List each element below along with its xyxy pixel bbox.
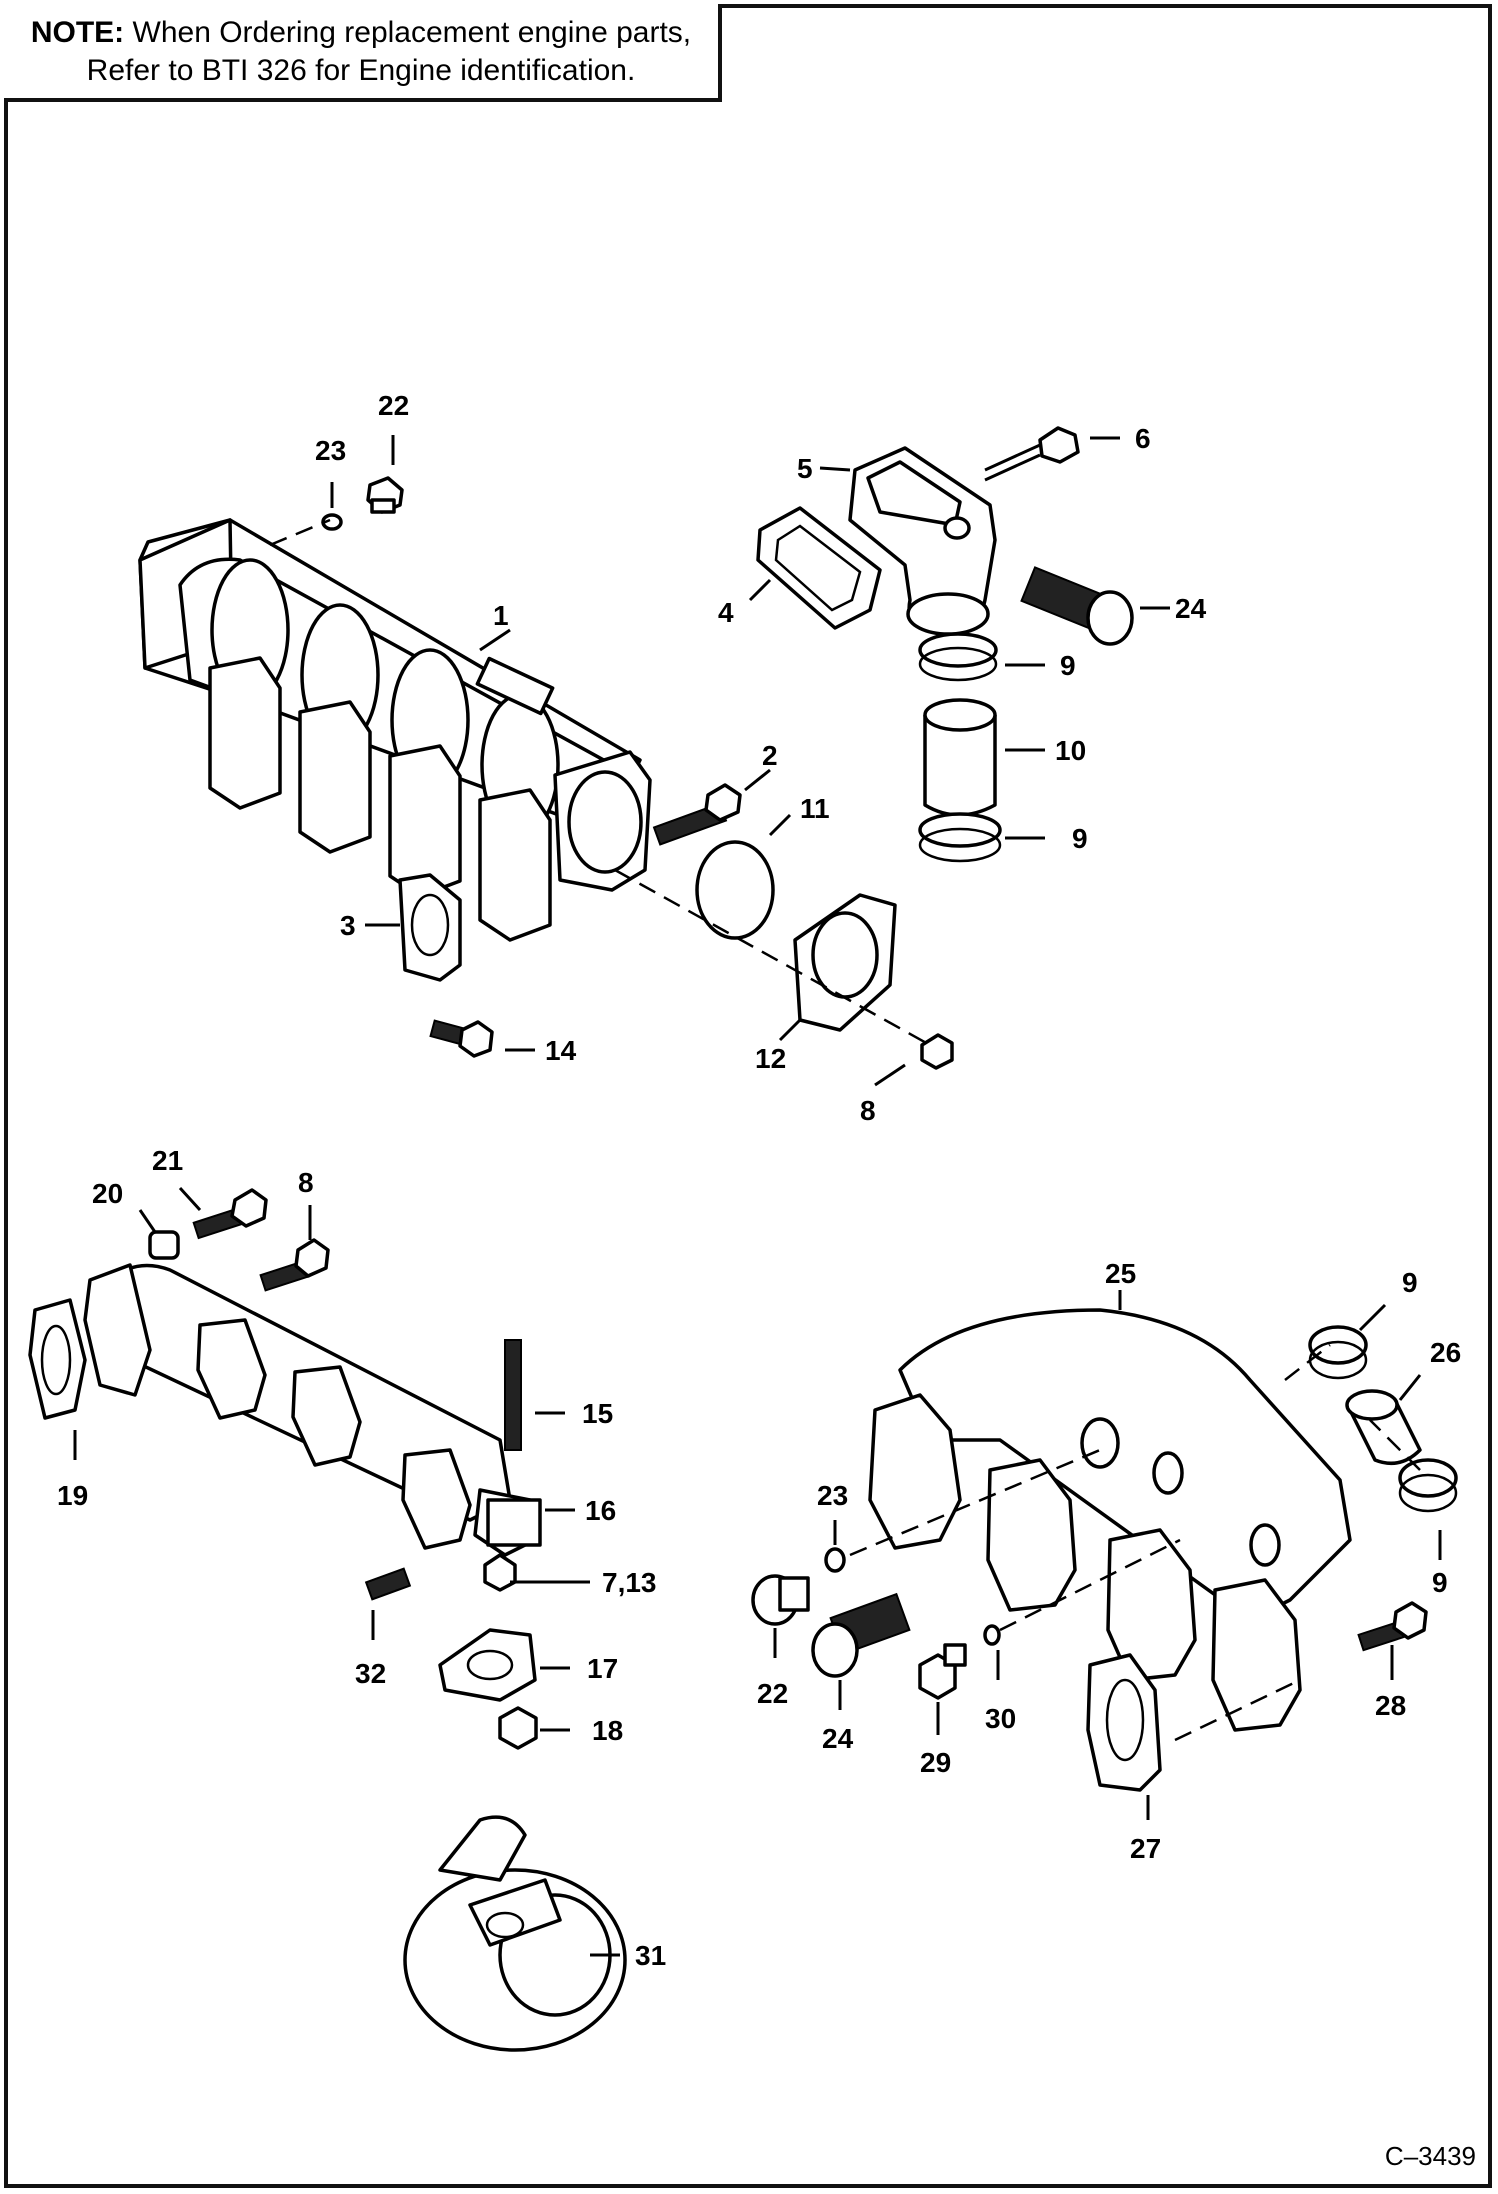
callout-3: 3 — [340, 910, 356, 941]
callout-leaders — [73, 435, 1442, 1957]
bolt-2 — [652, 783, 742, 846]
intake-manifold — [138, 518, 652, 942]
washer-30 — [983, 1624, 1001, 1646]
callout-24-top: 24 — [1175, 593, 1207, 624]
callout-9-right-bottom: 9 — [1432, 1567, 1448, 1598]
hose-10 — [923, 698, 997, 817]
plug-29 — [918, 1643, 967, 1700]
gasket-3 — [398, 873, 462, 982]
washer-23-right — [824, 1547, 846, 1573]
thermostat-housing — [848, 446, 997, 636]
turbocharger-31 — [403, 1815, 627, 2052]
callout-11: 11 — [800, 793, 830, 824]
callout-14: 14 — [545, 1035, 577, 1066]
callout-31: 31 — [635, 1940, 666, 1971]
bolt-8-lower — [259, 1238, 330, 1292]
gasket-19 — [28, 1298, 87, 1420]
spacer-20 — [148, 1230, 180, 1260]
hose-26 — [1345, 1389, 1422, 1466]
callout-9-lower: 9 — [1072, 823, 1088, 854]
callout-21: 21 — [152, 1145, 183, 1176]
callout-9-right-top: 9 — [1402, 1267, 1418, 1298]
callout-8-lower: 8 — [298, 1167, 314, 1198]
callout-30: 30 — [985, 1703, 1016, 1734]
callout-5: 5 — [797, 453, 813, 484]
callout-17: 17 — [587, 1653, 618, 1684]
gasket-4 — [756, 506, 882, 630]
clamp-9-upper — [918, 632, 998, 682]
callout-15: 15 — [582, 1398, 613, 1429]
nut-7-13 — [483, 1553, 517, 1592]
callout-numbers: 22 23 6 5 1 4 24 9 10 2 11 9 3 12 14 8 2… — [57, 390, 1461, 1971]
drawing-code: C–3439 — [1384, 2141, 1476, 2171]
callout-2: 2 — [762, 740, 778, 771]
bracket-16 — [486, 1498, 542, 1547]
plug-22-right — [751, 1574, 810, 1626]
callout-23-right: 23 — [817, 1480, 848, 1511]
callout-23-top: 23 — [315, 435, 346, 466]
plug-24-right — [811, 1592, 911, 1678]
bolt-28 — [1357, 1601, 1428, 1652]
callout-29: 29 — [920, 1747, 951, 1778]
callout-28: 28 — [1375, 1690, 1406, 1721]
clamp-9-right-bottom — [1398, 1458, 1458, 1513]
gasket-17 — [438, 1628, 537, 1702]
callout-18: 18 — [592, 1715, 623, 1746]
callout-19: 19 — [57, 1480, 88, 1511]
note-label: NOTE: — [30, 16, 125, 49]
bolt-21 — [192, 1188, 268, 1240]
note-text: When Ordering replacement engine parts, … — [86, 16, 692, 87]
callout-16: 16 — [585, 1495, 616, 1526]
callout-9-upper: 9 — [1060, 650, 1076, 681]
manifold-25 — [868, 1308, 1352, 1732]
bolt-6 — [984, 426, 1080, 482]
callout-22-top: 22 — [378, 390, 409, 421]
plug-24-top — [1020, 566, 1134, 646]
gasket-27 — [1086, 1653, 1162, 1792]
o-ring-11 — [695, 840, 775, 940]
callout-24-right: 24 — [822, 1723, 854, 1754]
clamp-9-lower — [918, 812, 1002, 863]
nut-8-top — [920, 1033, 954, 1070]
clamp-9-right-top — [1308, 1325, 1368, 1380]
callout-12: 12 — [755, 1043, 786, 1074]
bolt-22-top — [366, 476, 404, 514]
callout-6: 6 — [1135, 423, 1151, 454]
callout-10: 10 — [1055, 735, 1086, 766]
callout-4: 4 — [718, 597, 734, 628]
callout-32: 32 — [355, 1658, 386, 1689]
callout-7-13: 7,13 — [602, 1567, 657, 1598]
callout-25: 25 — [1105, 1258, 1136, 1289]
callout-8-top: 8 — [860, 1095, 876, 1126]
exhaust-manifold — [83, 1263, 537, 1557]
stud-32 — [364, 1567, 412, 1601]
callout-1: 1 — [493, 600, 509, 631]
note-box: NOTE: When Ordering replacement engine p… — [4, 4, 722, 102]
stud-15 — [504, 1339, 522, 1451]
callout-20: 20 — [92, 1178, 123, 1209]
bolt-14 — [429, 1019, 494, 1058]
callout-27: 27 — [1130, 1833, 1161, 1864]
callout-26: 26 — [1430, 1337, 1461, 1368]
adapter-12 — [793, 893, 897, 1032]
nut-18 — [498, 1706, 538, 1750]
diagram-frame — [4, 4, 1492, 2188]
callout-22-right: 22 — [757, 1678, 788, 1709]
